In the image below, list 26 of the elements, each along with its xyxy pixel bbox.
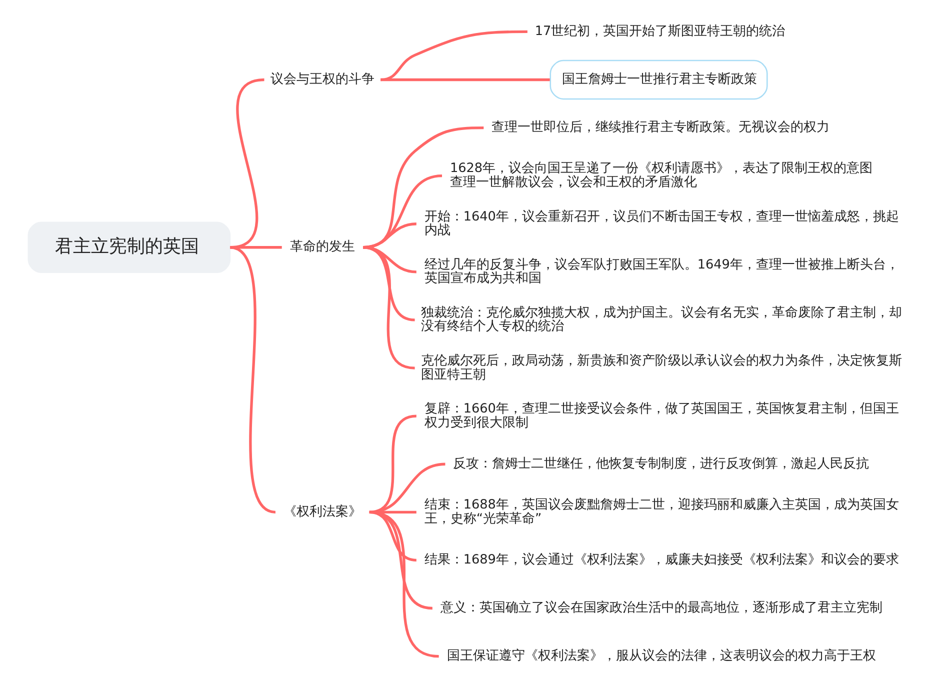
connector [362, 246, 416, 370]
node-text: 查理一世即位后，继续推行君主专断政策。无视议会的权力 [492, 120, 830, 136]
node-text: 独裁统治：克伦威尔独揽大权，成为护国主。议会有名无实，革命废除了君主制，却没有终结个人专权的统治 [421, 305, 902, 334]
node-text: 17世纪初，英国开始了斯图亚特王朝的统治 [534, 24, 786, 40]
node-text: 议会与王权的斗争 [270, 72, 375, 88]
node-text: 革命的发生 [290, 240, 355, 255]
node-text: 开始：1640年，议会重新召开，议员们不断击国王专权，查理一世恼羞成怒，挑起内战 [424, 209, 899, 238]
node-text: 国王保证遵守《权利法案》，服从议会的法律，这表明议会的权力高于王权 [446, 648, 876, 664]
node-text: 意义：英国确立了议会在国家政治生活中的最高地位，逐渐形成了君主立宪制 [440, 600, 882, 616]
connector [230, 246, 276, 514]
node-text: 克伦威尔死后，政局动荡，新贵族和资产阶级以承认议会的权力为条件，决定恢复斯图亚特王朝 [421, 353, 902, 382]
node-box: 君主立宪制的英国 [28, 222, 231, 273]
node-text: 结果：1689年，议会通过《权利法案》，威廉夫妇接受《权利法案》和议会的要求 [424, 552, 899, 568]
connector [230, 246, 282, 249]
connector [369, 462, 446, 514]
node-text: 结束：1688年，英国议会废黜詹姆士二世，迎接玛丽和威廉入主英国，成为英国女王，史称“光荣革命” [424, 498, 899, 526]
node-text: 《权利法案》 [283, 504, 362, 520]
connector [380, 30, 528, 82]
node-text: 经过几年的反复斗争，议会军队打败国王军队。1649年，查理一世被推上断头台，英国宣布成为共和国 [424, 257, 899, 286]
node-text: 1628年，议会向国王呈递了一份《权利请愿书》，表达了限制王权的意图 查理一世解散议会，议会和王权的矛盾激化 [450, 161, 873, 190]
connector [380, 78, 550, 82]
node-text: 复辟：1660年，查理二世接受议会条件，做了英国国王，英国恢复君主制，但国王权力受到很大限制 [424, 401, 899, 430]
node-text: 反攻：詹姆士二世继任，他恢复专制制度，进行反攻倒算，激起人民反抗 [453, 456, 870, 472]
connector [369, 414, 417, 514]
connector [369, 510, 440, 658]
node-box: 国王詹姆士一世推行君主专断政策 [550, 60, 768, 100]
